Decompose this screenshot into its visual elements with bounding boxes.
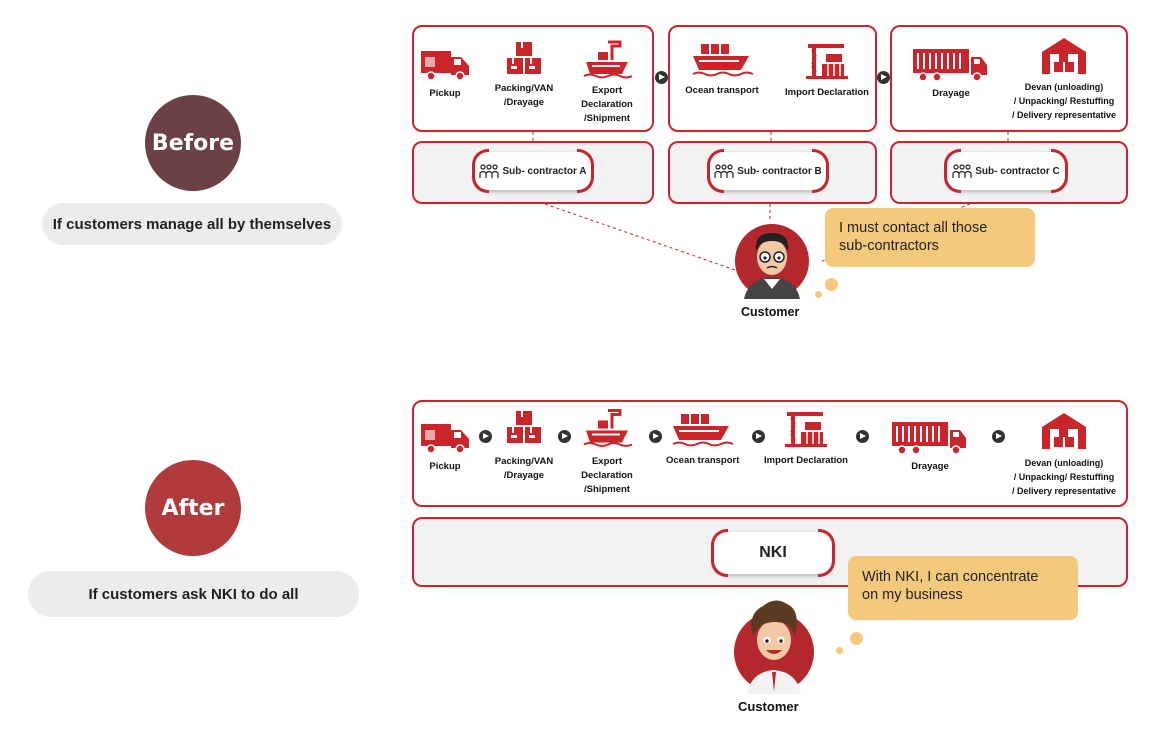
after-badge: After: [145, 460, 241, 556]
cargo-ship-icon: [672, 413, 733, 447]
customer-label-after: Customer: [738, 699, 799, 714]
contractor-pill-a: Sub- contractor A: [472, 149, 594, 193]
happy-customer-avatar: [734, 600, 814, 694]
bubble-dot: [825, 278, 838, 291]
step-label: Export Declaration /Shipment: [581, 85, 633, 124]
arrow-icon: [655, 71, 668, 84]
arrow-icon: [877, 71, 890, 84]
speech-bubble-after: With NKI, I can concentrate on my busine…: [848, 556, 1078, 620]
arrow-icon: [479, 430, 492, 443]
before-caption: If customers manage all by themselves: [42, 203, 342, 245]
step-export: Export Declaration /Shipment: [566, 406, 648, 497]
bubble-dot: [836, 647, 843, 654]
contractor-label: Sub- contractor B: [737, 165, 822, 177]
step-packing: Packing/VAN /Drayage: [493, 40, 555, 110]
step-label: Ocean transport: [685, 85, 759, 96]
step-label: Packing/VAN /Drayage: [494, 456, 554, 481]
arrow-icon: [752, 430, 765, 443]
after-caption: If customers ask NKI to do all: [28, 571, 359, 617]
arrow-icon: [992, 430, 1005, 443]
before-badge: Before: [145, 95, 241, 191]
speech-bubble-before: I must contact all those sub-contractors: [825, 208, 1035, 267]
process-group-c: [890, 25, 1128, 132]
warehouse-icon: [1042, 413, 1086, 449]
step-label: Drayage: [932, 88, 970, 99]
arrow-icon: [558, 430, 571, 443]
step-label: Packing/VAN /Drayage: [494, 83, 554, 108]
bubble-dot: [815, 291, 822, 298]
step-packing: Packing/VAN /Drayage: [493, 405, 555, 483]
contractor-pill-b: Sub- contractor B: [707, 149, 829, 193]
worried-customer-avatar: [735, 224, 809, 299]
port-crane-icon: [784, 411, 828, 448]
contractor-label: Sub- contractor A: [502, 165, 587, 177]
step-ocean: Ocean transport: [683, 40, 761, 98]
step-label: Pickup: [429, 461, 461, 472]
step-devan: Devan (unloading) / Unpacking/ Restuffin…: [1008, 410, 1120, 498]
provider-label: NKI: [759, 544, 787, 561]
provider-pill: NKI: [711, 529, 835, 577]
step-import: Import Declaration: [764, 408, 848, 468]
step-ocean: Ocean transport: [666, 410, 740, 468]
step-label: Pickup: [429, 88, 461, 99]
step-pickup: Pickup: [415, 45, 475, 101]
step-label: Devan (unloading) / Unpacking/ Restuffin…: [1011, 82, 1117, 120]
container-truck-icon: [891, 421, 967, 455]
arrow-icon: [649, 430, 662, 443]
ship-crane-icon: [582, 409, 632, 448]
contractor-label: Sub- contractor C: [975, 165, 1060, 177]
boxes-icon: [506, 410, 542, 444]
step-drayage: Drayage: [905, 45, 997, 101]
customer-label-before: Customer: [741, 305, 800, 319]
step-import: Import Declaration: [785, 40, 869, 100]
step-devan: Devan (unloading) / Unpacking/ Restuffin…: [1008, 36, 1120, 122]
contractor-pill-c: Sub- contractor C: [944, 149, 1068, 193]
step-export: Export Declaration /Shipment: [566, 40, 648, 126]
truck-icon: [420, 423, 470, 454]
step-label: Ocean transport: [666, 455, 740, 466]
bubble-dot: [850, 632, 863, 645]
step-label: Devan (unloading) / Unpacking/ Restuffin…: [1011, 458, 1117, 496]
step-label: Import Declaration: [764, 455, 848, 466]
arrow-icon: [856, 430, 869, 443]
step-label: Export Declaration /Shipment: [581, 456, 633, 495]
step-label: Drayage: [911, 461, 949, 472]
step-label: Import Declaration: [785, 87, 869, 98]
step-pickup: Pickup: [415, 418, 475, 474]
step-drayage: Drayage: [884, 418, 976, 474]
